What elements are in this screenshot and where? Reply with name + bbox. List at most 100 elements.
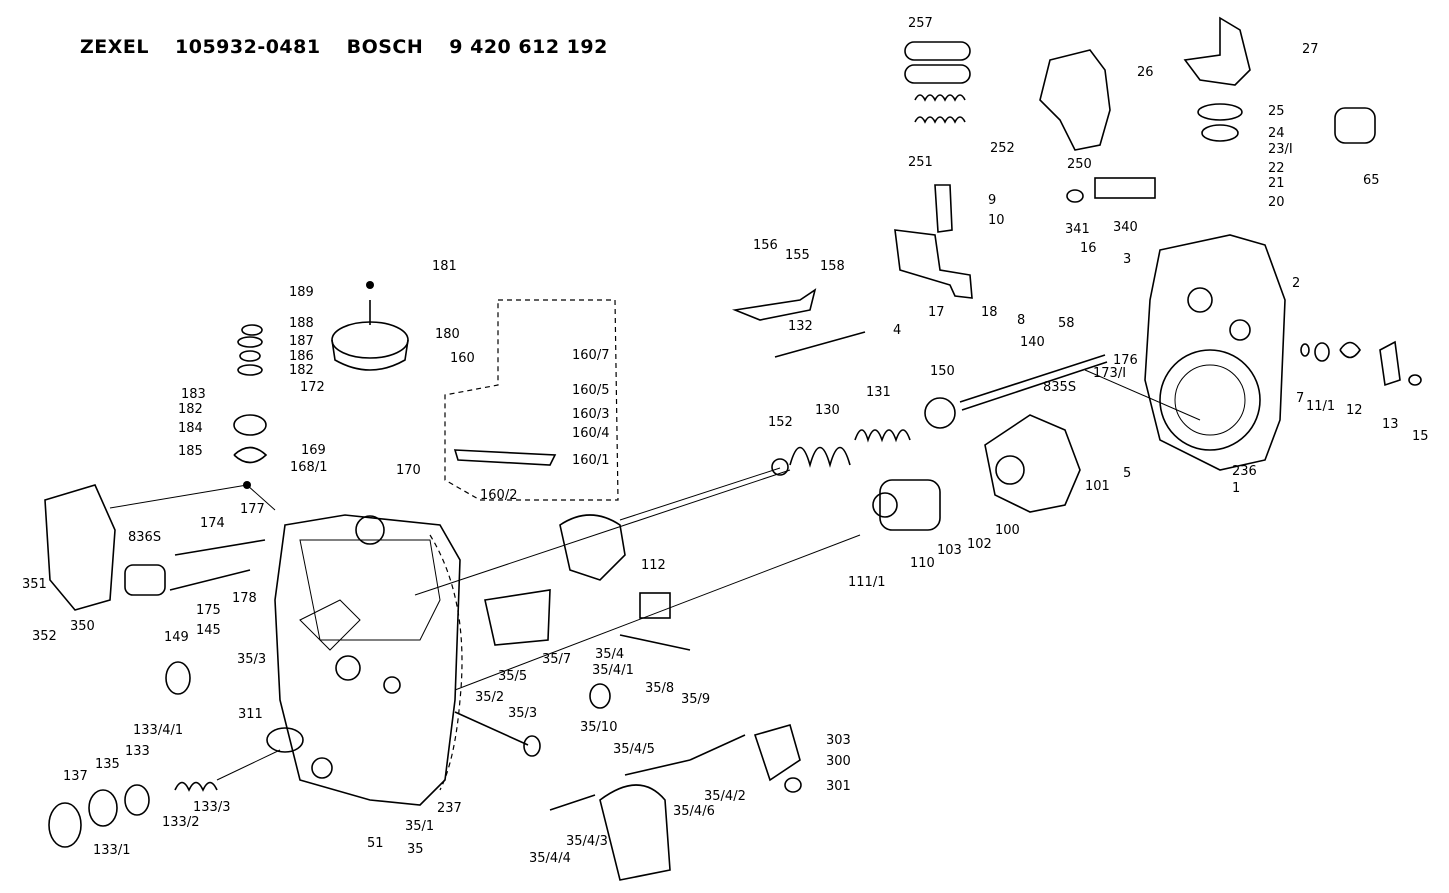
callout-label-2: 2 (1292, 276, 1300, 291)
callout-label-35-4: 35/4 (595, 647, 624, 662)
callout-label-155: 155 (785, 248, 810, 263)
callout-label-35-2: 35/2 (475, 690, 504, 705)
callout-label-35-7: 35/7 (542, 652, 571, 667)
callout-label-835S: 835S (1043, 380, 1076, 395)
callout-label-16: 16 (1080, 241, 1097, 256)
callout-label-8: 8 (1017, 313, 1025, 328)
callout-label-160-3: 160/3 (572, 407, 609, 422)
callout-label-35-3a: 35/3 (237, 652, 266, 667)
header-zexel-number: 105932-0481 (175, 36, 321, 58)
callout-label-311: 311 (238, 707, 263, 722)
callout-label-11-1: 11/1 (1306, 399, 1335, 414)
callout-label-35-9: 35/9 (681, 692, 710, 707)
callout-label-130: 130 (815, 403, 840, 418)
callout-label-160-5: 160/5 (572, 383, 609, 398)
callout-label-188: 188 (289, 316, 314, 331)
callout-label-135: 135 (95, 757, 120, 772)
callout-label-35-5: 35/5 (498, 669, 527, 684)
callout-label-352: 352 (32, 629, 57, 644)
callout-label-251: 251 (908, 155, 933, 170)
callout-label-112: 112 (641, 558, 666, 573)
callout-label-169: 169 (301, 443, 326, 458)
header-bosch-number: 9 420 612 192 (449, 36, 608, 58)
callout-label-20: 20 (1268, 195, 1285, 210)
governor-sub-assembly-box-160 (444, 299, 619, 501)
callout-label-300: 300 (826, 754, 851, 769)
callout-label-133-1: 133/1 (93, 843, 130, 858)
callout-label-103: 103 (937, 543, 962, 558)
callout-label-23-1: 23/I (1268, 142, 1293, 157)
callout-label-35-4-5: 35/4/5 (613, 742, 655, 757)
callout-label-35-8: 35/8 (645, 681, 674, 696)
callout-label-145: 145 (196, 623, 221, 638)
callout-label-140: 140 (1020, 335, 1045, 350)
callout-label-22: 22 (1268, 161, 1285, 176)
callout-label-257: 257 (908, 16, 933, 31)
bracket-350 (44, 484, 116, 611)
callout-label-189: 189 (289, 285, 314, 300)
callout-label-13: 13 (1382, 417, 1399, 432)
callout-label-149: 149 (164, 630, 189, 645)
callout-label-3: 3 (1123, 252, 1131, 267)
callout-label-133: 133 (125, 744, 150, 759)
callout-label-184: 184 (178, 421, 203, 436)
callout-label-186: 186 (289, 349, 314, 364)
callout-label-1: 1 (1232, 481, 1240, 496)
callout-label-177: 177 (240, 502, 265, 517)
header-brand: ZEXEL (80, 36, 149, 58)
callout-label-35-1: 35/1 (405, 819, 434, 834)
callout-label-173-1: 173/I (1093, 366, 1126, 381)
callout-label-178: 178 (232, 591, 257, 606)
callout-label-237: 237 (437, 801, 462, 816)
callout-label-21: 21 (1268, 176, 1285, 191)
callout-label-160-1: 160/1 (572, 453, 609, 468)
callout-label-836S: 836S (128, 530, 161, 545)
callout-label-351: 351 (22, 577, 47, 592)
sleeve-110 (879, 479, 941, 531)
callout-label-301: 301 (826, 779, 851, 794)
header-bosch-label: BOSCH (346, 36, 424, 58)
callout-label-58: 58 (1058, 316, 1075, 331)
callout-label-35-4-3: 35/4/3 (566, 834, 608, 849)
callout-label-132: 132 (788, 319, 813, 334)
callout-label-182b: 182 (178, 402, 203, 417)
callout-label-150: 150 (930, 364, 955, 379)
callout-label-250: 250 (1067, 157, 1092, 172)
flyweight-assembly-100 (984, 414, 1081, 513)
bracket-250 (1039, 49, 1111, 151)
callout-label-131: 131 (866, 385, 891, 400)
callout-label-152: 152 (768, 415, 793, 430)
callout-label-4: 4 (893, 323, 901, 338)
callout-label-340: 340 (1113, 220, 1138, 235)
callout-label-101: 101 (1085, 479, 1110, 494)
callout-label-180: 180 (435, 327, 460, 342)
part-drawings (44, 16, 1422, 881)
callout-label-341: 341 (1065, 222, 1090, 237)
bushing-65 (1334, 107, 1376, 144)
callout-label-110: 110 (910, 556, 935, 571)
pump-housing-35 (274, 514, 461, 806)
callout-label-160-4: 160/4 (572, 426, 609, 441)
callout-label-252: 252 (990, 141, 1015, 156)
callout-label-174: 174 (200, 516, 225, 531)
callout-label-35-4-1: 35/4/1 (592, 663, 634, 678)
governor-housing-1 (1144, 234, 1286, 471)
callout-label-12: 12 (1346, 403, 1363, 418)
callout-label-158: 158 (820, 259, 845, 274)
callout-label-183: 183 (181, 387, 206, 402)
callout-label-17: 17 (928, 305, 945, 320)
callout-label-181: 181 (432, 259, 457, 274)
callout-label-27: 27 (1302, 42, 1319, 57)
callout-label-176: 176 (1113, 353, 1138, 368)
callout-label-9: 9 (988, 193, 996, 208)
callout-label-168-1: 168/1 (290, 460, 327, 475)
callout-label-160: 160 (450, 351, 475, 366)
callout-label-51: 51 (367, 836, 384, 851)
callout-label-111-1: 111/1 (848, 575, 885, 590)
callout-label-133-3: 133/3 (193, 800, 230, 815)
callout-label-303: 303 (826, 733, 851, 748)
cover-180 (331, 321, 409, 359)
callout-label-185: 185 (178, 444, 203, 459)
